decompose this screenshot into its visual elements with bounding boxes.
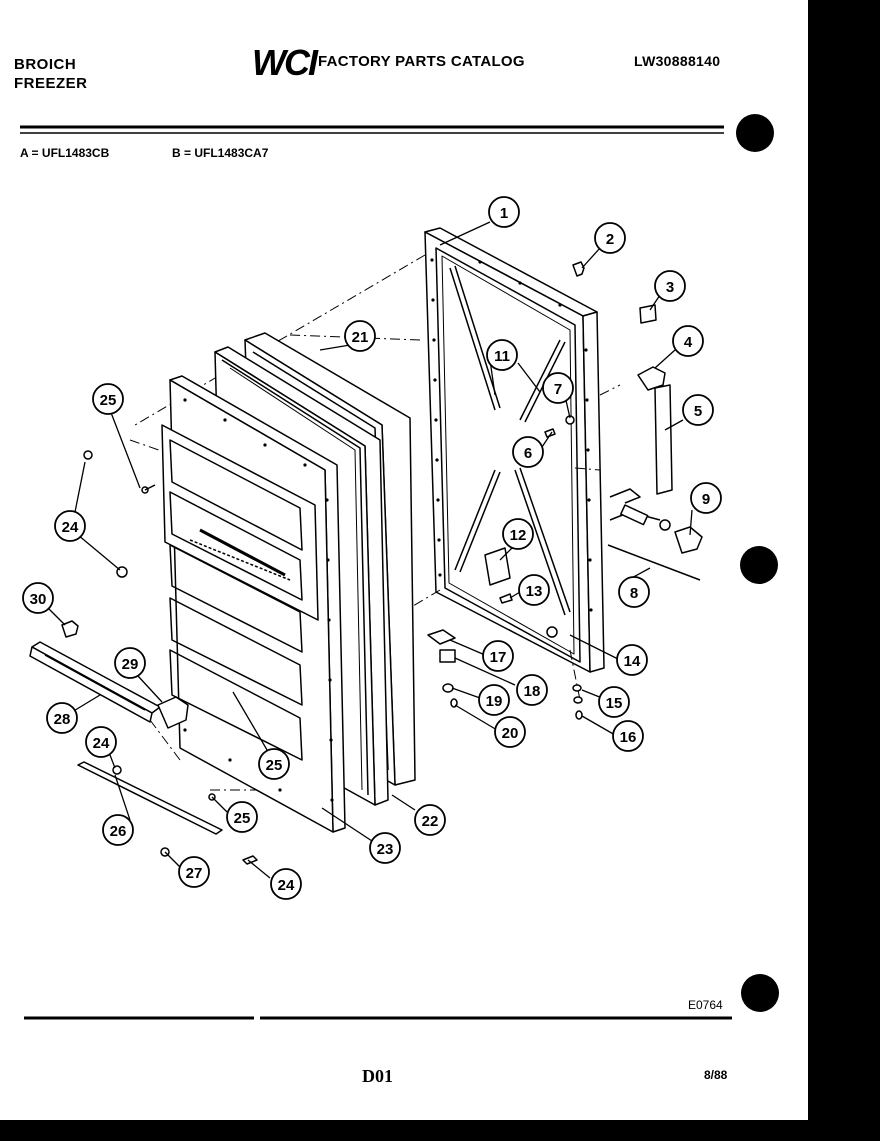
screws-right	[544, 415, 583, 720]
callout-24: 24	[54, 510, 86, 542]
callout-25: 25	[258, 748, 290, 780]
callout-5: 5	[682, 394, 714, 426]
svg-text:6: 6	[524, 445, 532, 462]
svg-text:5: 5	[694, 403, 702, 420]
svg-text:13: 13	[526, 583, 543, 600]
callout-26: 26	[102, 814, 134, 846]
callout-20: 20	[494, 716, 526, 748]
svg-text:24: 24	[62, 519, 79, 536]
diagram-code: E0764	[688, 998, 723, 1012]
svg-text:9: 9	[702, 491, 710, 508]
callout-9: 9	[690, 482, 722, 514]
handle-bracket	[637, 366, 666, 391]
inner-door-liner	[161, 375, 346, 833]
brand-line-1: BROICH	[14, 56, 77, 73]
callout-24: 24	[270, 868, 302, 900]
svg-text:20: 20	[502, 725, 519, 742]
svg-text:25: 25	[234, 810, 251, 827]
svg-text:30: 30	[30, 591, 47, 608]
svg-text:25: 25	[100, 392, 117, 409]
callout-25: 25	[92, 383, 124, 415]
callout-28: 28	[46, 702, 78, 734]
callout-17: 17	[482, 640, 514, 672]
callout-6: 6	[512, 436, 544, 468]
callout-21: 21	[344, 320, 376, 352]
svg-text:3: 3	[666, 279, 674, 296]
callout-13: 13	[518, 574, 550, 606]
screws-left	[83, 450, 258, 865]
svg-text:8: 8	[630, 585, 638, 602]
punch-hole-middle	[740, 546, 778, 584]
callout-30: 30	[22, 582, 54, 614]
callout-11: 11	[486, 339, 518, 371]
callout-14: 14	[616, 644, 648, 676]
svg-text:25: 25	[266, 757, 283, 774]
callout-18: 18	[516, 674, 548, 706]
callout-27: 27	[178, 856, 210, 888]
svg-text:17: 17	[490, 649, 507, 666]
wci-logo: WCI	[252, 42, 318, 83]
punch-hole-top	[736, 114, 774, 152]
svg-text:23: 23	[377, 841, 394, 858]
shelf-bracket	[484, 547, 513, 604]
svg-text:29: 29	[122, 656, 139, 673]
callout-16: 16	[612, 720, 644, 752]
callout-23: 23	[369, 832, 401, 864]
catalog-title: FACTORY PARTS CATALOG	[318, 53, 525, 70]
trim-strip	[77, 761, 223, 835]
svg-text:2: 2	[606, 231, 614, 248]
handle-bar	[654, 384, 673, 495]
callout-8: 8	[618, 576, 650, 608]
lock-assembly	[607, 488, 703, 581]
outer-door-panel	[424, 227, 605, 673]
callout-7: 7	[542, 372, 574, 404]
svg-text:15: 15	[606, 695, 623, 712]
model-number: LW30888140	[634, 53, 721, 69]
svg-text:14: 14	[624, 653, 641, 670]
catalog-date: 8/88	[704, 1068, 728, 1082]
catalog-sheet: BROICH FREEZER WCI FACTORY PARTS CATALOG…	[0, 0, 808, 1120]
svg-text:28: 28	[54, 711, 71, 728]
handle-cap	[639, 304, 657, 324]
svg-text:22: 22	[422, 813, 439, 830]
header-rule	[20, 125, 724, 134]
svg-text:27: 27	[186, 865, 203, 882]
svg-text:21: 21	[352, 329, 369, 346]
callout-3: 3	[654, 270, 686, 302]
svg-text:19: 19	[486, 693, 503, 710]
page-code: D01	[362, 1066, 393, 1086]
callout-24: 24	[85, 726, 117, 758]
svg-text:1: 1	[500, 205, 508, 222]
svg-text:24: 24	[93, 735, 110, 752]
brand-line-2: FREEZER	[14, 75, 88, 92]
callout-1: 1	[488, 196, 520, 228]
callout-12: 12	[502, 518, 534, 550]
exploded-parts-diagram: 1 2 3 4 5 6 7 8 9 11 12 13 14 15 16 17 1…	[20, 125, 732, 1020]
clip	[61, 620, 79, 638]
callout-4: 4	[672, 325, 704, 357]
callout-29: 29	[114, 647, 146, 679]
hinge-left	[157, 696, 189, 729]
svg-text:7: 7	[554, 381, 562, 398]
svg-text:16: 16	[620, 729, 637, 746]
svg-text:11: 11	[494, 348, 510, 365]
callout-2: 2	[594, 222, 626, 254]
callout-25: 25	[226, 801, 258, 833]
variant-b: B = UFL1483CA7	[172, 146, 269, 160]
hinge-cap	[572, 261, 585, 277]
callout-15: 15	[598, 686, 630, 718]
svg-text:26: 26	[110, 823, 127, 840]
svg-text:18: 18	[524, 683, 541, 700]
callout-19: 19	[478, 684, 510, 716]
callout-group: 1 2 3 4 5 6 7 8 9 11 12 13 14 15 16 17 1…	[22, 196, 722, 900]
svg-text:4: 4	[684, 334, 693, 351]
leader-lines	[47, 221, 693, 879]
punch-hole-bottom	[741, 974, 779, 1012]
callout-22: 22	[414, 804, 446, 836]
kick-plate	[29, 641, 161, 723]
variant-a: A = UFL1483CB	[20, 146, 110, 160]
svg-text:24: 24	[278, 877, 295, 894]
svg-text:12: 12	[510, 527, 527, 544]
